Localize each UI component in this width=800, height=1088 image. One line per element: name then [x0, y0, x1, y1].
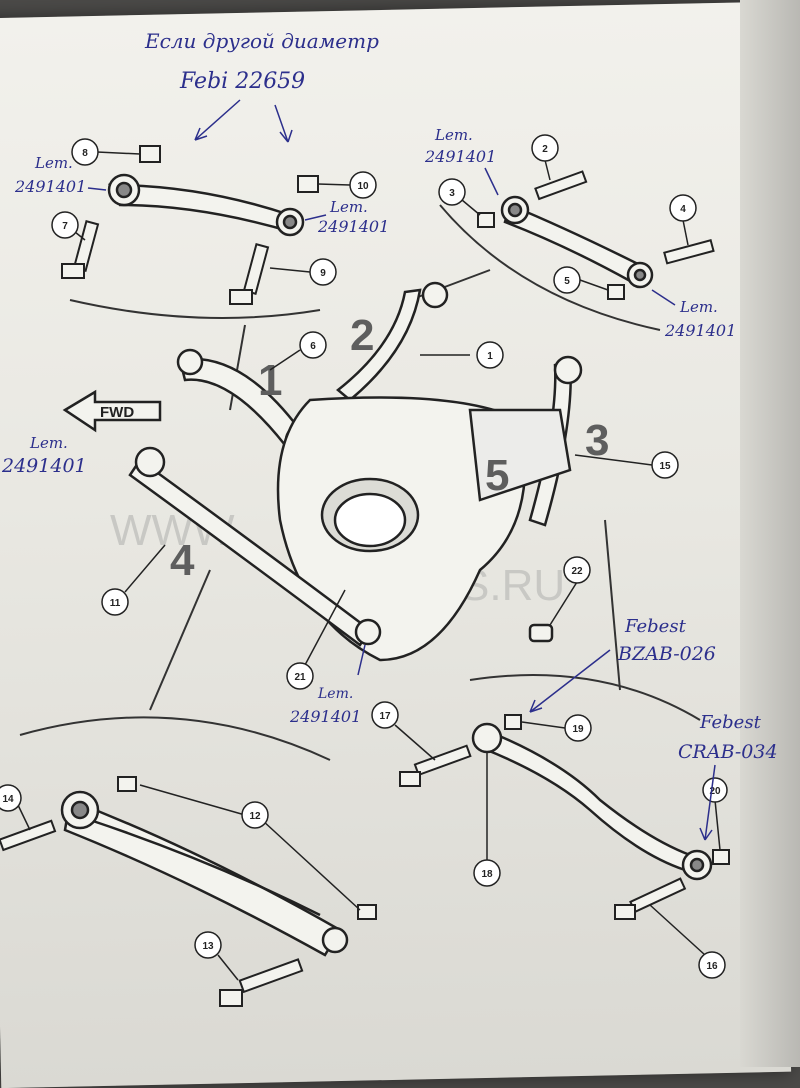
svg-text:9: 9 [320, 268, 326, 279]
lem-label-5: Lem. [29, 434, 68, 452]
callout-3: 3 [438, 178, 481, 216]
bolt-17 [399, 744, 472, 787]
lem-number-1: 2491401 [14, 177, 86, 196]
paper-edge [740, 0, 800, 1067]
central-assembly [128, 281, 583, 662]
febest-code-2: CRAB-034 [678, 741, 778, 763]
lem-label-4: Lem. [679, 298, 718, 316]
separator-arc-4 [469, 674, 701, 721]
lem-label-2: Lem. [329, 198, 368, 216]
callout-1: 1 [420, 341, 504, 369]
callout-18: 18 [473, 752, 501, 887]
lem-number-5: 2491401 [1, 455, 87, 477]
febest-code-1: BZAB-026 [617, 643, 716, 665]
lem-number-4: 2491401 [664, 321, 736, 340]
svg-text:21: 21 [294, 672, 306, 683]
callout-19: 19 [521, 714, 592, 742]
svg-text:16: 16 [706, 961, 718, 972]
lower-right-arm [471, 722, 713, 881]
svg-text:11: 11 [110, 598, 121, 609]
svg-text:20: 20 [709, 786, 721, 797]
callout-15: 15 [574, 451, 679, 479]
bolt-16 [614, 877, 687, 920]
separator-arc-3 [19, 716, 331, 761]
callout-20: 20 [702, 777, 728, 851]
lem-label-3: Lem. [434, 126, 473, 144]
svg-text:2: 2 [542, 144, 548, 155]
note-other-diameter: Если другой диаметр [144, 29, 379, 53]
group-number-5: 5 [485, 451, 509, 500]
svg-text:12: 12 [249, 811, 261, 822]
febest-label-2: Febest [699, 712, 762, 733]
svg-text:14: 14 [2, 794, 14, 805]
callout-12: 12 [139, 784, 361, 911]
svg-text:10: 10 [357, 181, 369, 192]
svg-text:1: 1 [487, 351, 493, 362]
group-number-2: 2 [350, 311, 374, 360]
svg-text:8: 8 [82, 148, 88, 159]
svg-text:7: 7 [62, 221, 68, 232]
nut-10 [297, 175, 319, 193]
upper-left-arm [107, 173, 305, 237]
lem-number-3: 2491401 [424, 147, 496, 166]
febest-label-1: Febest [624, 616, 687, 637]
bolt-2 [534, 170, 588, 201]
svg-text:6: 6 [310, 341, 316, 352]
nut-8 [139, 145, 161, 163]
bolt-4 [663, 239, 715, 265]
callout-14: 14 [0, 784, 31, 831]
callout-6: 6 [269, 331, 327, 371]
callout-16: 16 [649, 904, 726, 979]
fwd-label: FWD [100, 404, 134, 421]
note-febi-part: Febi 22659 [179, 69, 305, 94]
svg-text:5: 5 [564, 276, 570, 287]
callout-4: 4 [669, 194, 697, 246]
svg-text:15: 15 [659, 461, 671, 472]
nut-5 [607, 284, 625, 300]
separator-arc-1 [69, 299, 321, 319]
lem-label-6: Lem. [317, 686, 353, 702]
callouts: 1 2 3 4 5 6 7 8 9 10 11 12 13 14 15 16 1… [0, 134, 728, 981]
callout-17: 17 [371, 701, 436, 761]
lem-number-2: 2491401 [317, 217, 389, 236]
svg-text:22: 22 [571, 566, 583, 577]
fwd-arrow: FWD [62, 389, 162, 433]
svg-text:19: 19 [572, 724, 584, 735]
callout-7: 7 [51, 211, 86, 241]
bolt-14 [0, 819, 57, 852]
svg-text:13: 13 [202, 941, 214, 952]
svg-text:4: 4 [680, 204, 686, 215]
callout-13: 13 [194, 931, 239, 981]
handwritten-notes: Если другой диаметр Febi 22659 Lem. 2491… [1, 29, 778, 841]
lower-left-arm [60, 790, 349, 957]
callout-11: 11 [101, 544, 166, 616]
bolt-7 [61, 220, 100, 279]
lem-label-1: Lem. [34, 154, 73, 172]
nut-3 [477, 212, 495, 228]
upper-right-arm [500, 195, 654, 289]
separator-arc-2 [439, 204, 661, 331]
callout-22: 22 [549, 556, 591, 626]
svg-text:18: 18 [481, 869, 493, 880]
nut-12a [117, 776, 377, 920]
lem-number-6: 2491401 [289, 707, 361, 726]
callout-21: 21 [286, 589, 346, 690]
callout-5: 5 [553, 266, 609, 294]
callout-2: 2 [531, 134, 559, 181]
callout-8: 8 [71, 138, 141, 166]
bolt-9 [229, 243, 270, 305]
group-number-4: 4 [170, 536, 195, 585]
svg-text:17: 17 [379, 711, 391, 722]
nut-20 [712, 849, 730, 865]
callout-9: 9 [269, 258, 337, 286]
svg-text:3: 3 [449, 188, 455, 199]
nut-19 [504, 714, 522, 730]
bolt-13 [219, 958, 304, 1007]
callout-10: 10 [317, 171, 377, 199]
